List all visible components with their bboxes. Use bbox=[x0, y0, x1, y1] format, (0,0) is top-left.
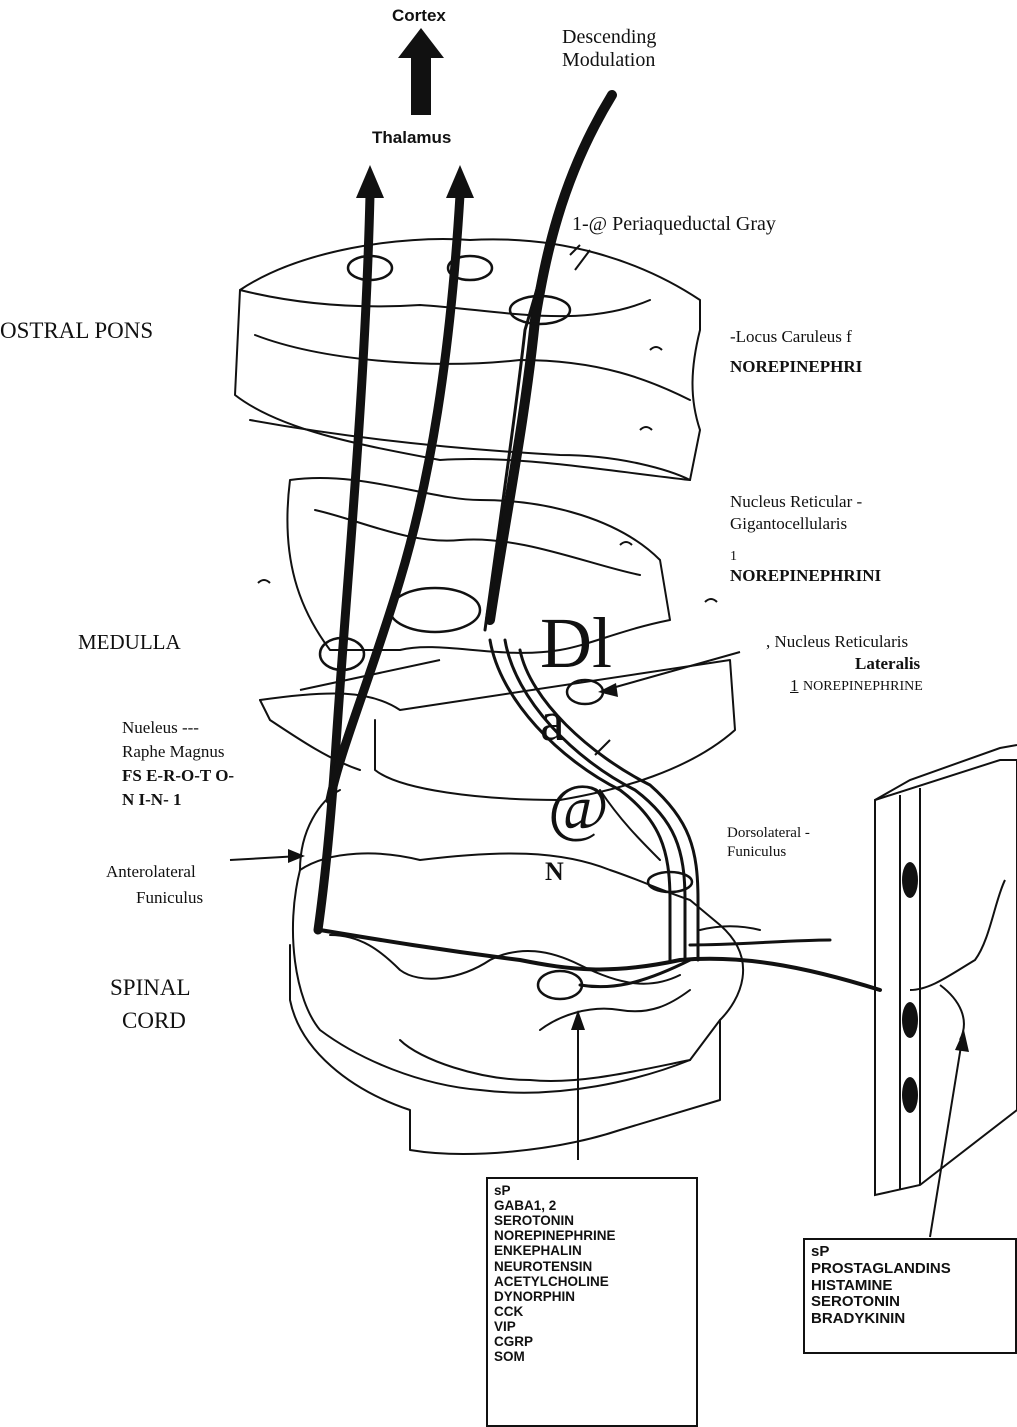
cortex-arrow-shaft bbox=[411, 55, 431, 115]
periphery-item: SEROTONIN bbox=[811, 1294, 1009, 1311]
dlf-label-2: Funiculus bbox=[727, 844, 786, 861]
spinal-nt-item: sP bbox=[494, 1183, 690, 1198]
spinal-nt-item: GABA1, 2 bbox=[494, 1198, 690, 1213]
nrg-mark: 1 bbox=[730, 549, 737, 565]
norepinephrine-label-2: NOREPINEPHRINI bbox=[730, 566, 881, 586]
modulation-label: Modulation bbox=[562, 49, 655, 72]
at-mark: @ bbox=[548, 770, 609, 846]
cortex-label: Cortex bbox=[392, 6, 446, 26]
ascending-tract-mid bbox=[330, 195, 460, 800]
locus-caeruleus-label: -Locus Caruleus f bbox=[730, 327, 852, 347]
alf-label-1: Anterolateral bbox=[106, 862, 196, 882]
spinal-nt-item: CCK bbox=[494, 1304, 690, 1319]
thalamus-arrow-right bbox=[446, 165, 474, 198]
rostral-pons-label: OSTRAL PONS bbox=[0, 318, 153, 344]
nrl-label-2: Lateralis bbox=[855, 654, 920, 674]
spinal-cord-top bbox=[293, 853, 743, 1092]
pons-crease bbox=[255, 335, 690, 400]
rostral-pons-slab bbox=[235, 239, 700, 480]
cord-label: CORD bbox=[122, 1008, 186, 1034]
cortex-arrow-head bbox=[398, 28, 444, 58]
spinal-label: SPINAL bbox=[110, 975, 191, 1001]
medulla-inner bbox=[315, 510, 640, 575]
a-mark: a bbox=[540, 690, 565, 754]
rostral-pons-top bbox=[240, 290, 650, 316]
spinal-dorsal-horn bbox=[540, 990, 690, 1030]
nrm-label-1: Nueleus --- bbox=[122, 718, 199, 738]
medulla-label: MEDULLA bbox=[78, 630, 181, 654]
spinal-nt-item: VIP bbox=[494, 1319, 690, 1334]
spinal-nt-item: SEROTONIN bbox=[494, 1213, 690, 1228]
norepinephrine-label-1: NOREPINEPHRI bbox=[730, 357, 862, 377]
alf-label-2: Funiculus bbox=[136, 888, 203, 908]
spinal-nt-item: CGRP bbox=[494, 1334, 690, 1349]
spinal-nt-item: ENKEPHALIN bbox=[494, 1243, 690, 1258]
spinal-nt-item: ACETYLCHOLINE bbox=[494, 1274, 690, 1289]
periphery-mediator-box: sP PROSTAGLANDINS HISTAMINE SEROTONIN BR… bbox=[803, 1238, 1017, 1354]
spinal-nt-item: NEUROTENSIN bbox=[494, 1259, 690, 1274]
spinal-neurotransmitter-box: sP GABA1, 2 SEROTONIN NOREPINEPHRINE ENK… bbox=[486, 1177, 698, 1427]
nrm-label-2: Raphe Magnus bbox=[122, 742, 224, 762]
spinal-nt-item: NOREPINEPHRINE bbox=[494, 1228, 690, 1243]
periphery-item: sP bbox=[811, 1244, 1009, 1261]
nrg-label-2: Gigantocellularis bbox=[730, 514, 847, 534]
periaqueductal-gray-label: 1-@ Periaqueductal Gray bbox=[572, 213, 776, 236]
nrl-label-1: , Nucleus Reticularis bbox=[766, 632, 908, 652]
dlf-label-1: Dorsolateral - bbox=[727, 825, 810, 842]
n-mark: N bbox=[545, 857, 564, 887]
skin-top bbox=[875, 745, 1017, 800]
thalamus-arrow-left bbox=[356, 165, 384, 198]
periphery-item: PROSTAGLANDINS bbox=[811, 1261, 1009, 1278]
dl-mark: Dl bbox=[540, 602, 612, 685]
periphery-item: HISTAMINE bbox=[811, 1278, 1009, 1295]
nrl-mark: 1 bbox=[790, 676, 799, 696]
nrg-label-1: Nucleus Reticular - bbox=[730, 492, 862, 512]
descending-label: Descending bbox=[562, 26, 656, 49]
spinal-nt-item: SOM bbox=[494, 1349, 690, 1364]
spinal-nt-item: DYNORPHIN bbox=[494, 1289, 690, 1304]
thalamus-label: Thalamus bbox=[372, 128, 451, 148]
norepinephrine-label-3: NOREPINEPHRINE bbox=[803, 679, 923, 695]
nrm-label-4: N I-N- 1 bbox=[122, 790, 182, 810]
nrm-label-3: FS E-R-O-T O- bbox=[122, 766, 234, 786]
skin-nerve bbox=[910, 880, 1005, 990]
periphery-item: BRADYKININ bbox=[811, 1311, 1009, 1328]
